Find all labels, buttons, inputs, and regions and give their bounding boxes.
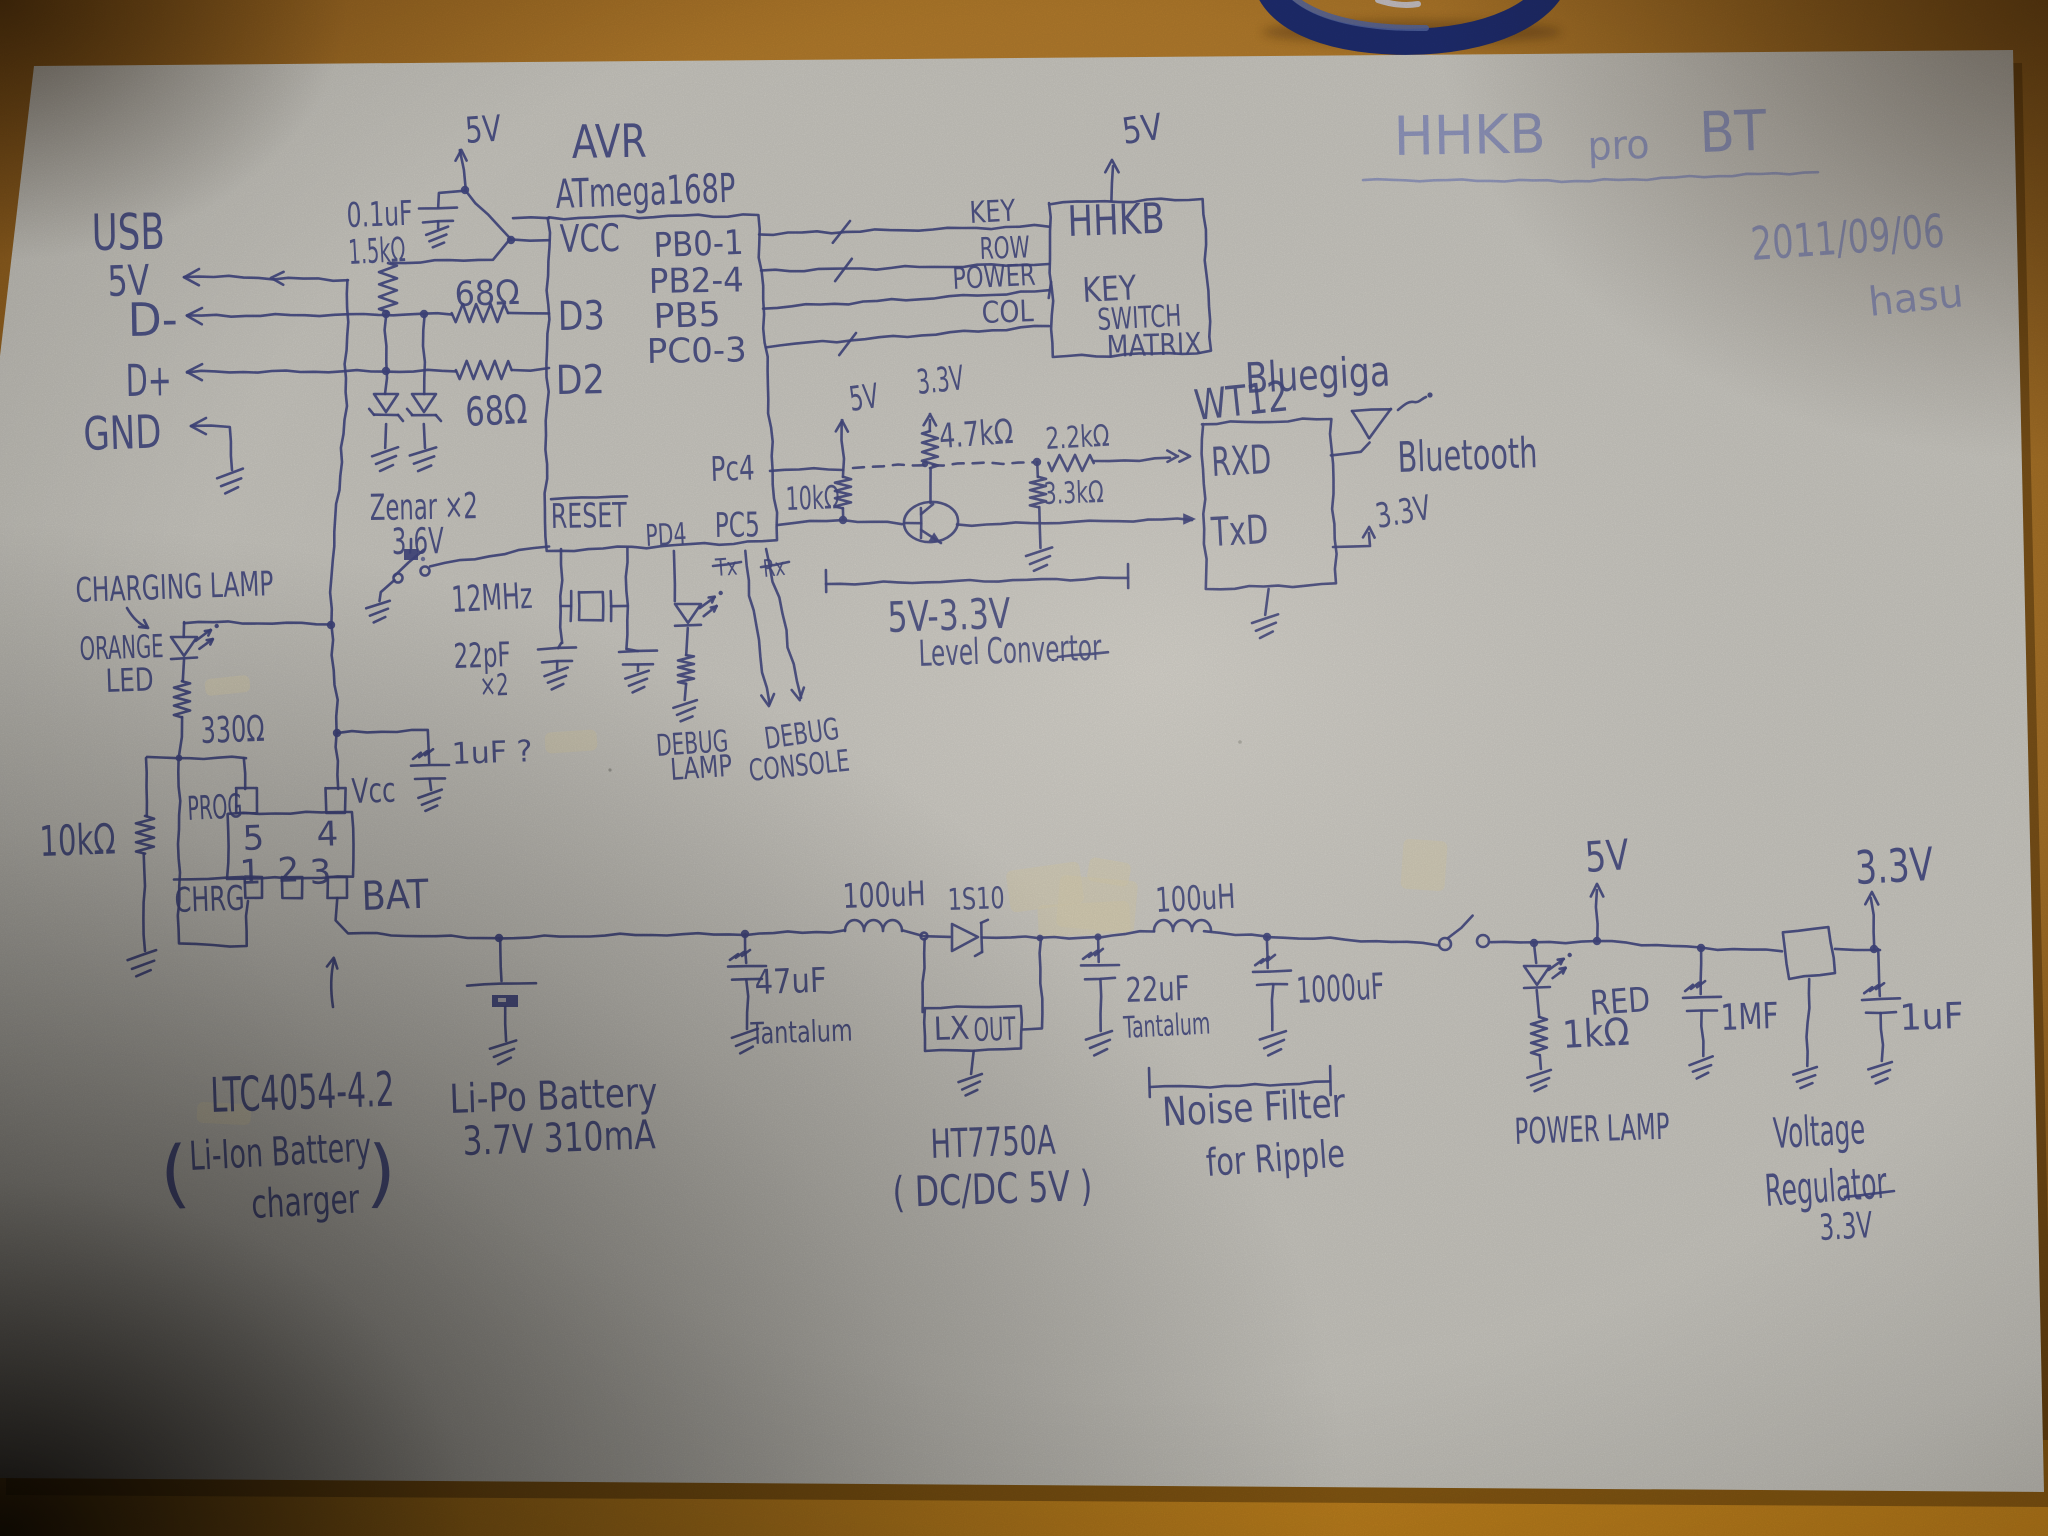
photo-grain [0, 0, 2048, 1536]
page: { "meta": { "type": "photo-of-hand-drawn… [0, 0, 2048, 1536]
schematic-photo-svg: USB5VD-D+GNDZenar ×23.6V68Ω68Ω5V0.1uF1.5… [0, 0, 2048, 1536]
photo-of-schematic: USB5VD-D+GNDZenar ×23.6V68Ω68Ω5V0.1uF1.5… [0, 0, 2048, 1536]
